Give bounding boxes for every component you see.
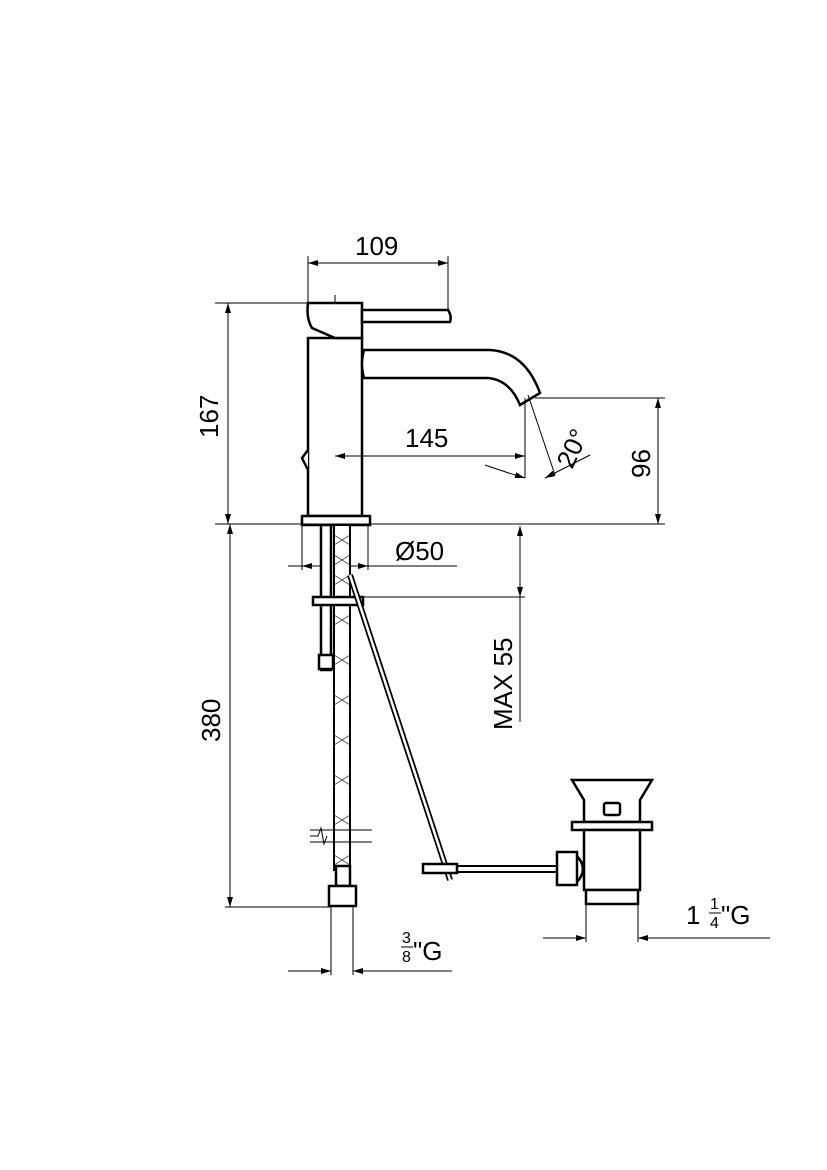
drain-valve [555,778,655,906]
svg-text:1: 1 [710,896,719,913]
svg-text:8: 8 [402,949,411,966]
pull-rod [347,574,558,881]
supply-hose [310,524,372,908]
dimension-handle-reach: 109 [355,231,398,261]
svg-text:3: 3 [402,930,411,947]
svg-text:4: 4 [710,915,719,932]
dimension-base-diameter: Ø50 [395,536,444,566]
mounting-rod [311,523,365,672]
dimension-spout-reach: 145 [405,423,448,453]
svg-text:"G: "G [413,936,442,966]
dimension-spout-height: 96 [626,449,656,478]
svg-text:1: 1 [686,900,700,930]
dimension-total-height: 167 [194,395,224,438]
svg-text:"G: "G [721,900,750,930]
dimension-max-deck-thickness: MAX 55 [488,638,518,731]
dimension-spout-angle: 20° [550,424,594,472]
drain-thread-label: 1 1 4 "G [686,896,750,932]
hose-thread-label: 3 8 "G [401,930,442,966]
dimension-hose-length: 380 [196,699,226,742]
faucet-body [300,301,542,527]
